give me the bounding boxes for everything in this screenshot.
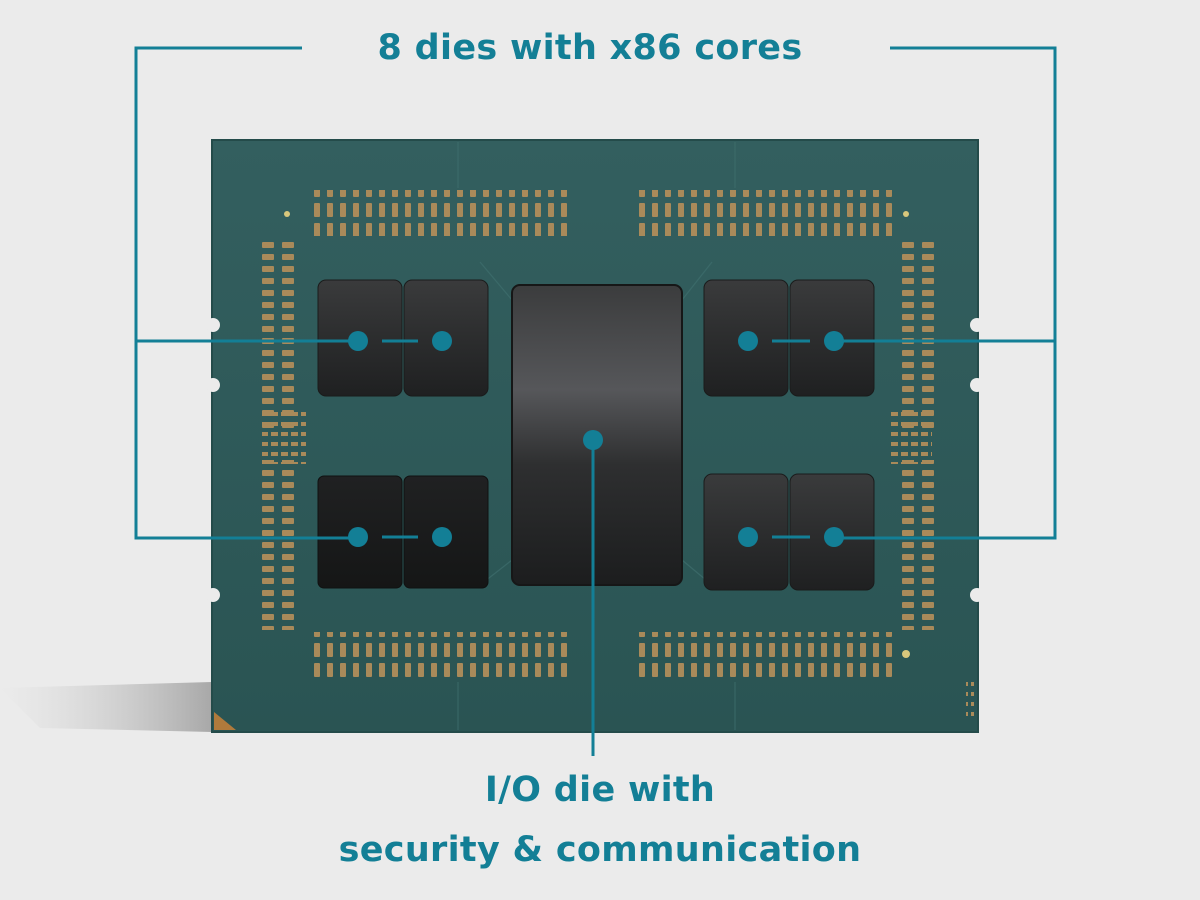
pin1-corner-marker — [214, 712, 236, 730]
substrate-edge — [211, 139, 979, 733]
core-dies-label: 8 dies with x86 cores — [377, 28, 803, 68]
left-bracket-line — [134, 46, 358, 540]
callout-dot — [432, 527, 452, 547]
io-callout-dot — [583, 430, 603, 450]
callout-dots — [348, 331, 844, 547]
contact-pads — [258, 190, 974, 720]
right-bracket-line — [834, 46, 1057, 540]
io-die-label-line2: security & communication — [338, 830, 862, 870]
callout-dot — [824, 527, 844, 547]
package-shadow — [0, 682, 212, 732]
callout-dot — [738, 331, 758, 351]
callout-dot — [432, 331, 452, 351]
core-die-group — [317, 279, 875, 591]
callout-dot — [348, 331, 368, 351]
io-die-label-line1: I/O die with — [484, 770, 716, 810]
fiducial-dots — [284, 211, 910, 658]
callout-lines — [134, 46, 1057, 756]
io-die-label: I/O die with security & communication — [300, 760, 900, 880]
substrate-notches — [206, 318, 984, 602]
callout-dot — [824, 331, 844, 351]
callout-dot — [348, 527, 368, 547]
callout-dot — [738, 527, 758, 547]
